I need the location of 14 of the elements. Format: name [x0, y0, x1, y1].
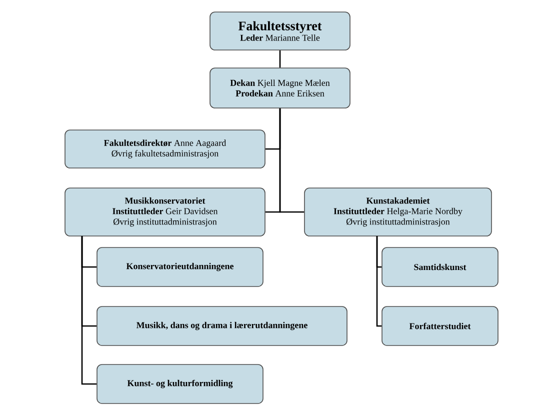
org-box: Fakultetsstyret Leder Marianne Telle — [210, 12, 350, 50]
org-box: Kunst- og kulturformidling — [96, 364, 264, 404]
org-box: Musikk, dans og drama i lærerutdanningene — [96, 306, 348, 346]
org-box: Forfatterstudiet — [382, 306, 498, 346]
connector-line — [376, 236, 382, 327]
org-box: Fakultetsdirektør Anne Aagaard Øvrig fakultetsadministrasjon — [64, 130, 266, 168]
org-box: Konservatorieutdanningene — [96, 247, 264, 287]
org-box: Samtidskunst — [382, 247, 498, 287]
connector-line — [279, 108, 304, 213]
org-box: Kunstakademiet Instituttleder Helga-Marie Nordby Øvrig instituttadministrasjon — [304, 188, 492, 236]
org-box: Musikkonservatoriet Instituttleder Geir Davidsen Øvrig instituttadministrasjon — [64, 188, 266, 236]
connector-line — [81, 236, 97, 385]
org-box: Dekan Kjell Magne Mælen Prodekan Anne Eriksen — [210, 68, 350, 108]
connector-line — [279, 50, 281, 68]
